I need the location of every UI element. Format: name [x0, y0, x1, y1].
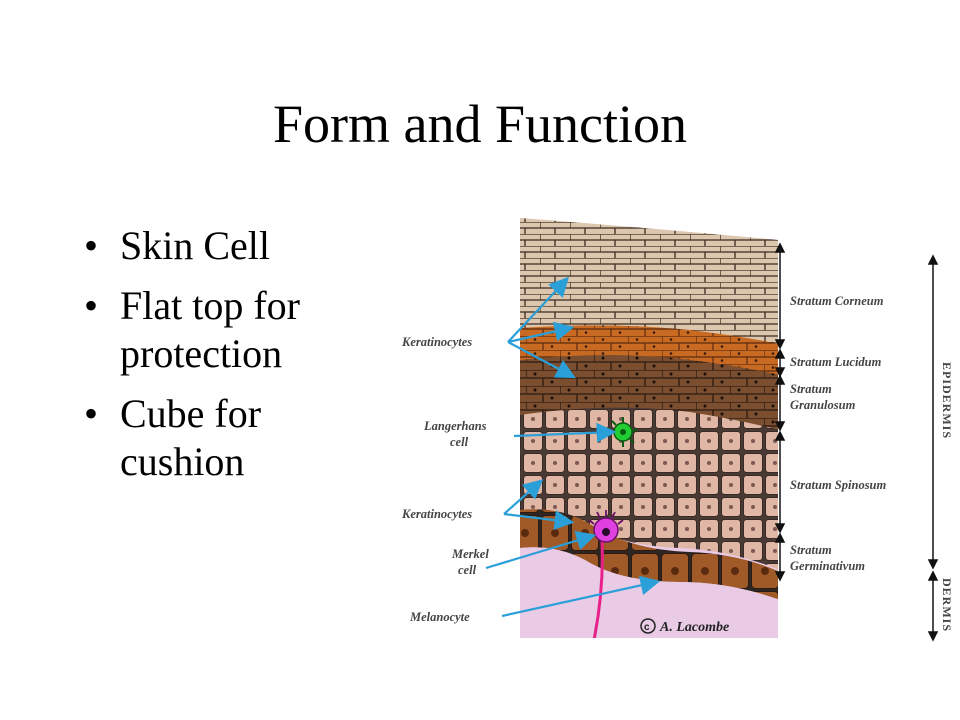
bullet-list: Skin Cell Flat top for protection Cube f…	[84, 222, 384, 498]
skin-diagram-svg: Stratum Corneum Stratum Lucidum Stratum …	[401, 218, 954, 642]
slide-title: Form and Function	[273, 94, 687, 154]
label-merkel-1: Merkel	[451, 547, 489, 561]
label-epidermis: EPIDERMIS	[940, 362, 954, 439]
label-langerhans-1: Langerhans	[423, 419, 487, 433]
credit-text: A. Lacombe	[659, 620, 729, 635]
svg-text:c: c	[644, 622, 650, 633]
label-stratum-granulosum-1: Stratum	[790, 382, 832, 396]
label-keratinocytes-top: Keratinocytes	[401, 335, 472, 349]
bullet-item: Flat top for protection	[84, 282, 384, 378]
label-stratum-lucidum: Stratum Lucidum	[790, 355, 882, 369]
label-stratum-germinativum-2: Germinativum	[790, 559, 865, 573]
label-dermis: DERMIS	[940, 578, 954, 632]
credit-badge: c A. Lacombe	[640, 618, 729, 635]
tissue-block	[520, 218, 778, 638]
merkel-cell-icon	[588, 510, 624, 543]
pointer-arrows	[485, 276, 661, 618]
label-stratum-corneum: Stratum Corneum	[790, 294, 884, 308]
bullet-item: Cube for cushion	[84, 390, 384, 486]
layer-brackets	[774, 242, 939, 642]
label-langerhans-2: cell	[450, 435, 469, 449]
label-stratum-granulosum-2: Granulosum	[790, 398, 856, 412]
label-stratum-spinosum: Stratum Spinosum	[790, 478, 887, 492]
label-stratum-germinativum-1: Stratum	[790, 543, 832, 557]
label-keratinocytes-bottom: Keratinocytes	[401, 507, 472, 521]
label-melanocyte: Melanocyte	[409, 610, 470, 624]
bullet-item: Skin Cell	[84, 222, 384, 270]
label-merkel-2: cell	[458, 563, 477, 577]
skin-diagram: Stratum Corneum Stratum Lucidum Stratum …	[390, 210, 960, 650]
